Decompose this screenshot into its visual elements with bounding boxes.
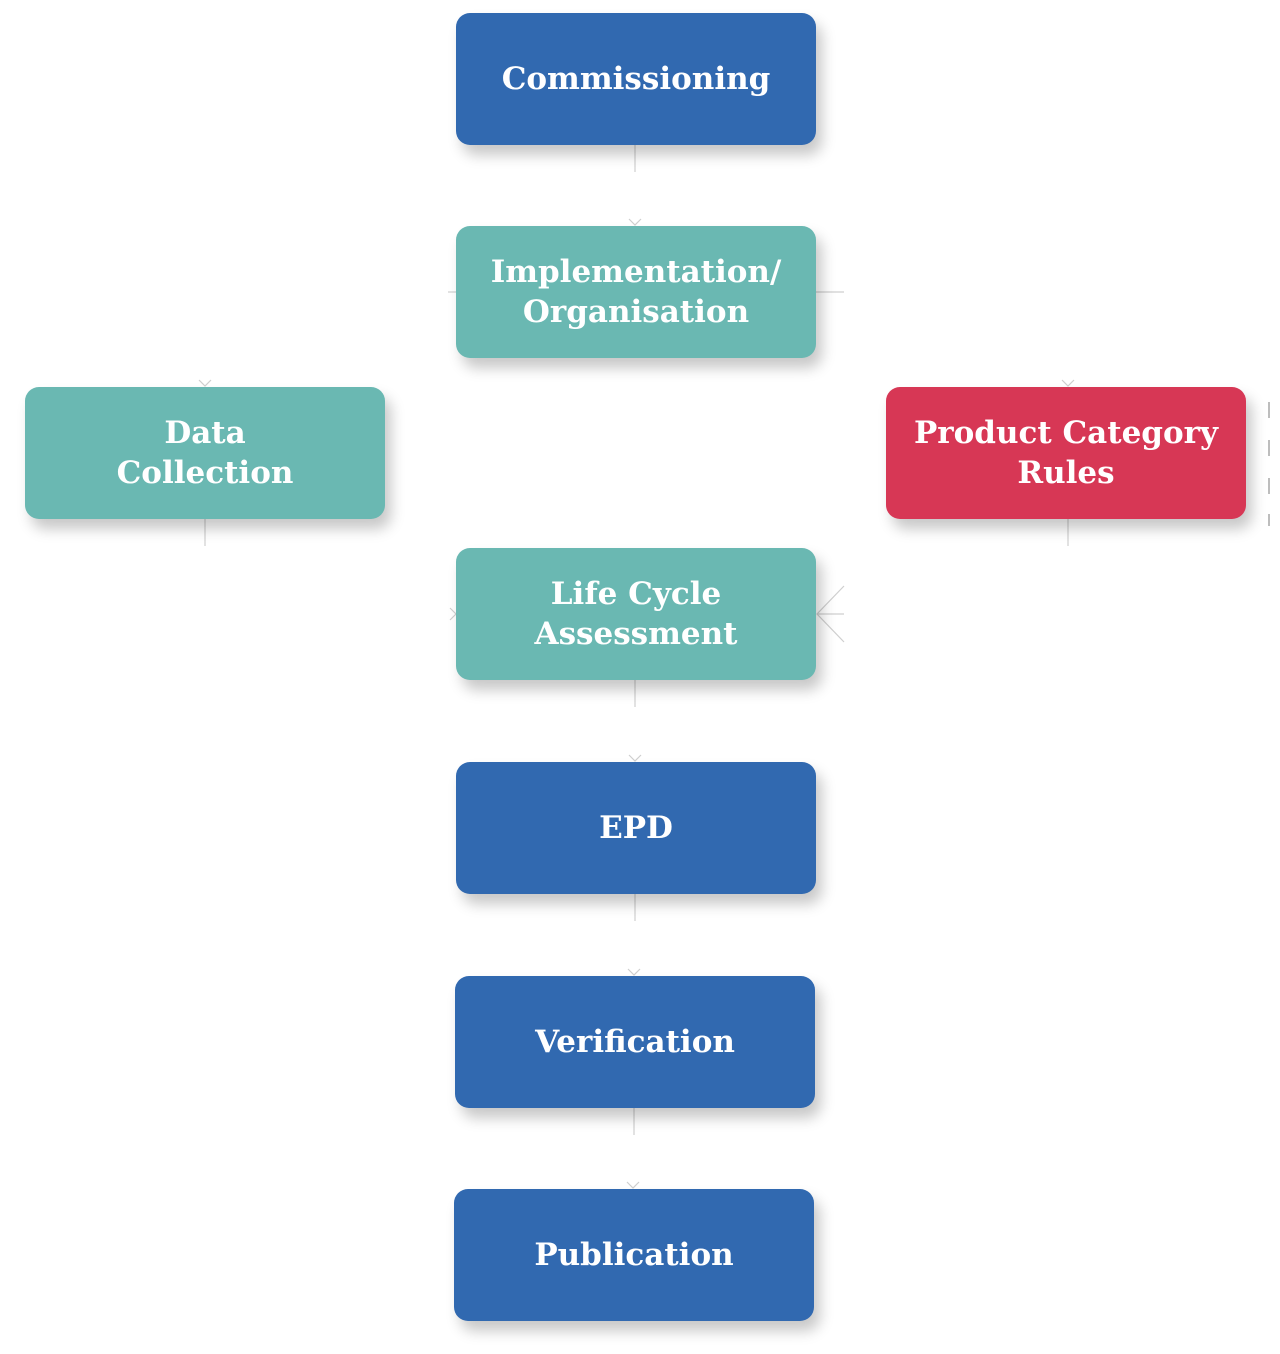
node-product-category-rules: Product Category Rules (886, 387, 1246, 519)
arrowhead-verification (627, 968, 641, 976)
arrowhead-implementation (628, 218, 642, 226)
arrowhead-lca-right (816, 585, 845, 643)
arrowhead-publication (626, 1181, 640, 1189)
node-epd: EPD (456, 762, 816, 894)
node-data-collection: Data Collection (25, 387, 385, 519)
node-life-cycle-assessment: Life Cycle Assessment (456, 548, 816, 680)
arrowhead-epd (628, 754, 642, 762)
node-commissioning: Commissioning (456, 13, 816, 145)
arrowhead-data-collection (198, 379, 212, 387)
node-verification: Verification (455, 976, 815, 1108)
node-implementation-organisation: Implementation/ Organisation (456, 226, 816, 358)
arrowhead-product-category-rules (1061, 379, 1075, 387)
cropped-edge-marks (1266, 398, 1280, 533)
node-publication: Publication (454, 1189, 814, 1321)
